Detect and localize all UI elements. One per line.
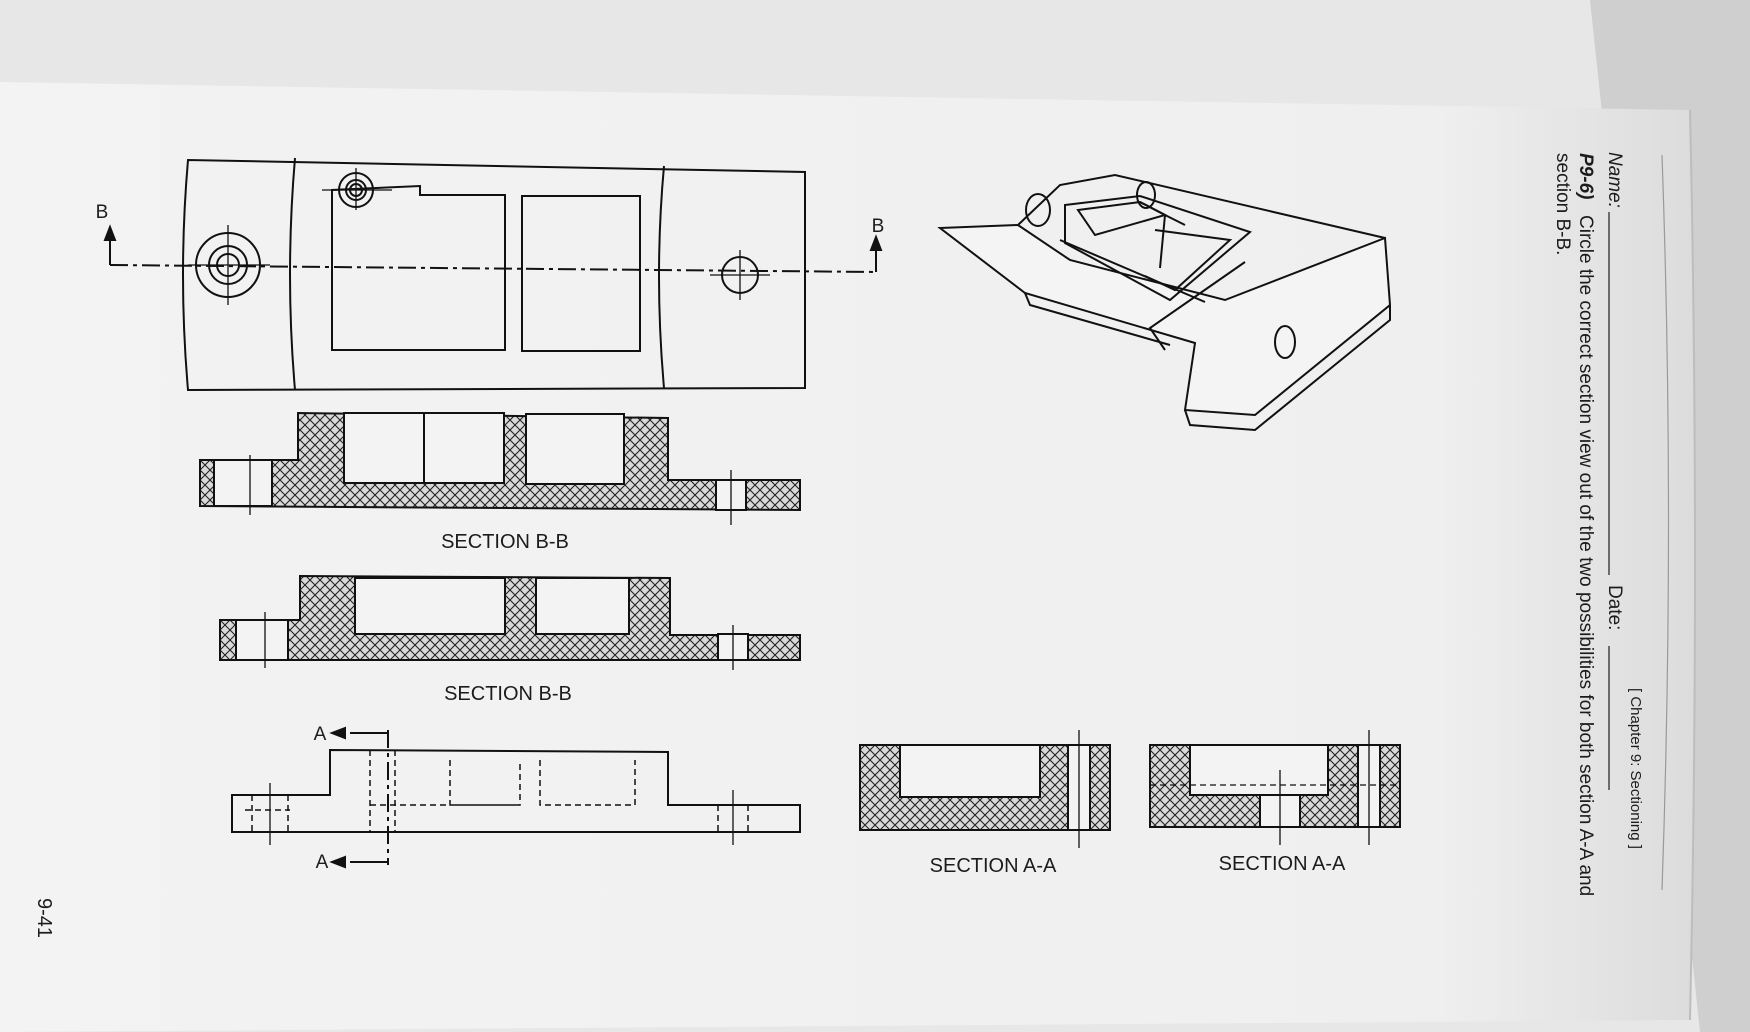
name-label: Name: xyxy=(1604,152,1625,208)
section-aa-option-2 xyxy=(1149,730,1401,845)
problem-number: P9-6) xyxy=(1575,153,1596,199)
section-bb-caption-2: SECTION B-B xyxy=(444,683,572,705)
section-bb-option-2 xyxy=(219,574,801,670)
problem-line-2: section B-B. xyxy=(1552,153,1573,255)
section-aa-caption-1: SECTION A-A xyxy=(930,855,1057,877)
front-view xyxy=(231,726,801,869)
section-aa-option-1 xyxy=(859,730,1111,848)
date-label: Date: xyxy=(1604,585,1625,630)
cut-label-b-right: B xyxy=(872,216,885,237)
page-number: 9-41 xyxy=(33,898,55,938)
problem-statement: P9-6) Circle the correct section view ou… xyxy=(1552,153,1596,896)
cut-label-a-bottom: A xyxy=(316,852,329,873)
top-view xyxy=(103,157,883,392)
section-bb-caption-1: SECTION B-B xyxy=(441,531,569,553)
problem-line-1: Circle the correct section view out of t… xyxy=(1575,215,1596,896)
cut-label-b-left: B xyxy=(96,202,109,223)
section-bb-option-1 xyxy=(199,411,801,525)
isometric-view xyxy=(937,173,1392,432)
paper-page xyxy=(0,82,1695,1032)
chapter-tag: [ Chapter 9: Sectioning ] xyxy=(1627,688,1644,849)
cut-label-a-top: A xyxy=(314,724,327,745)
section-aa-caption-2: SECTION A-A xyxy=(1219,853,1346,875)
